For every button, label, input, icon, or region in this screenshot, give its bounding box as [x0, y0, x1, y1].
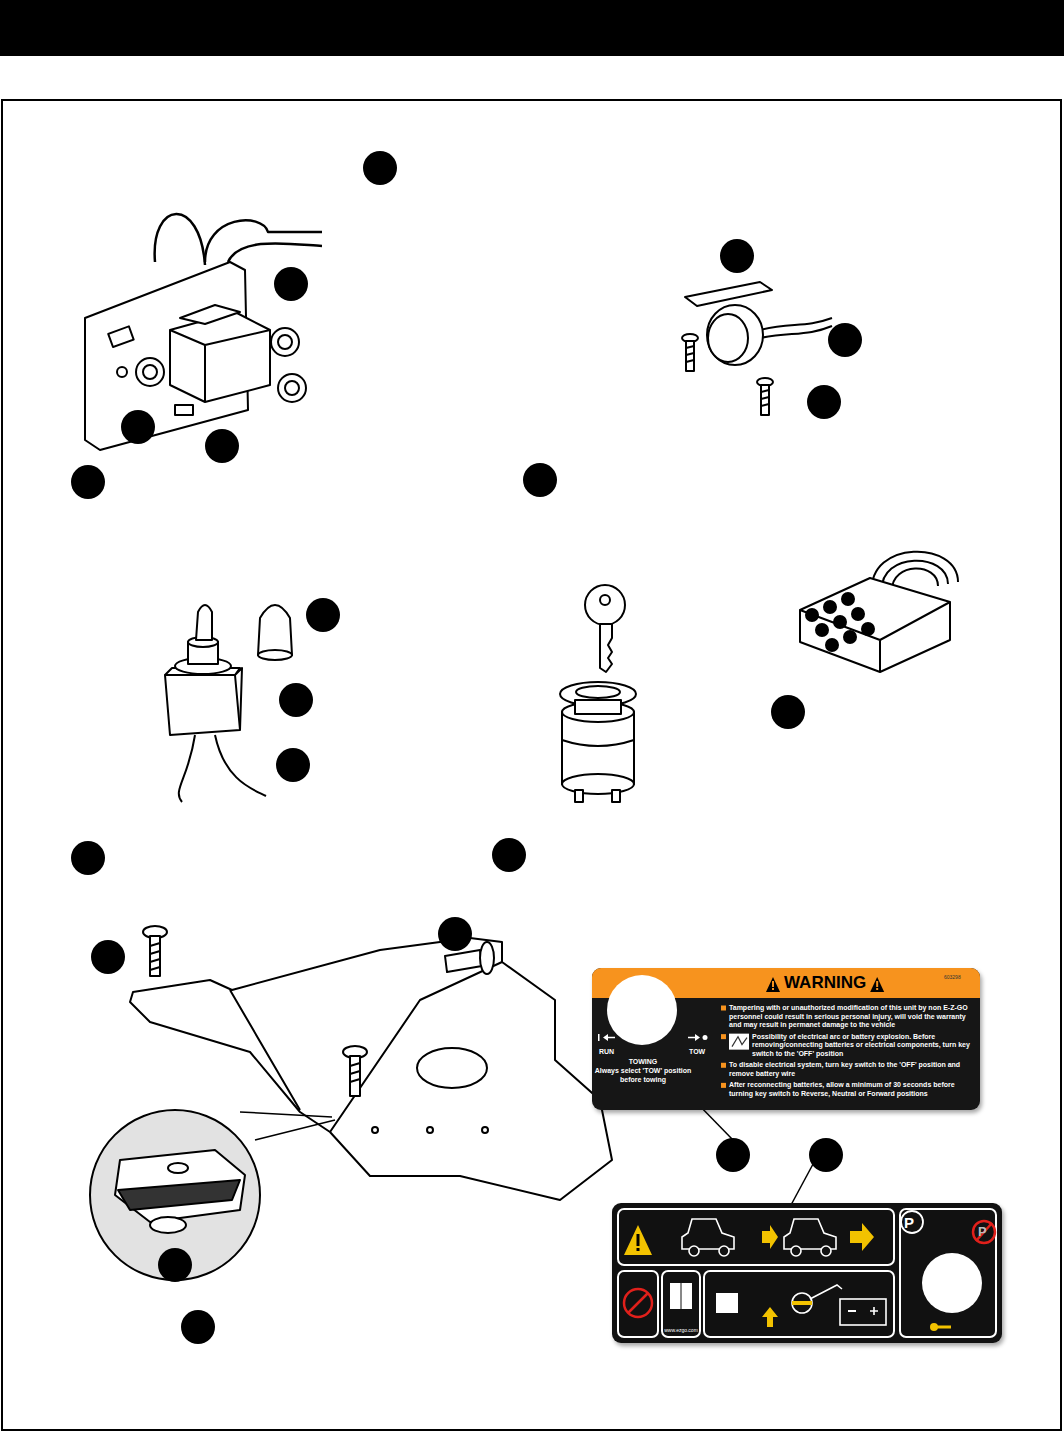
warning-text: To disable electrical system, turn key s…: [729, 1061, 973, 1078]
frame: [2, 100, 1061, 1430]
towing-note: Always select 'TOW' position before towi…: [594, 1067, 692, 1084]
pictogram-decal: P Pwww.ezgo.com: [612, 1203, 1002, 1343]
key-switch: [560, 585, 636, 802]
wire-connector: [800, 552, 958, 672]
park-symbol: P: [904, 1214, 914, 1232]
warning-text: After reconnecting batteries, allow a mi…: [729, 1081, 973, 1098]
decal-graphics: [612, 1203, 1002, 1343]
warning-decal: WARNING 603298RUN TOWTOWINGAlways select '…: [592, 968, 980, 1110]
solenoid: [85, 214, 322, 450]
run-label: RUN: [599, 1048, 614, 1057]
mounting-bracket: [90, 926, 612, 1280]
park-symbol-crossed: P: [978, 1224, 987, 1240]
toggle-switch: [165, 605, 292, 802]
website: www.ezgo.com: [662, 1327, 700, 1333]
warning-text: Possibility of electrical arc or battery…: [752, 1033, 973, 1059]
warning-text: Tampering with or unauthorized modificat…: [729, 1004, 973, 1030]
callout-dots: [71, 151, 862, 1344]
header-bar: [0, 0, 1064, 56]
towing-heading: TOWING: [594, 1058, 692, 1067]
leader-lines: [689, 1095, 826, 1218]
tow-label: TOW: [689, 1048, 705, 1057]
warning-heading: WARNING: [784, 973, 866, 994]
decal-number: 603298: [944, 974, 961, 980]
